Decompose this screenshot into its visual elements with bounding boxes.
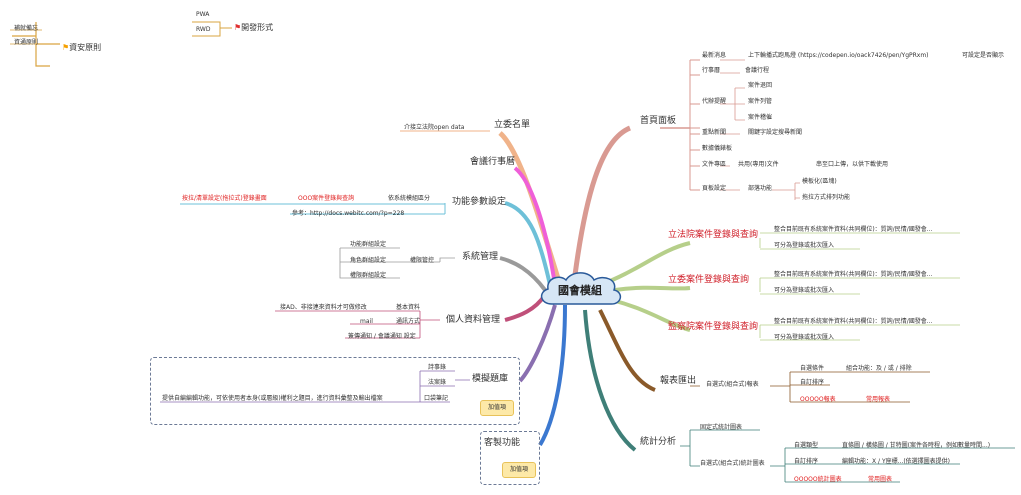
dev-form-node[interactable]: ⚑開發形式 (234, 23, 274, 32)
qbank-a: 詩事錄 (428, 364, 447, 371)
stats-sort: 自訂排序 (794, 458, 819, 465)
qbank-node[interactable]: 模擬題庫 (472, 374, 509, 384)
docs-b: 串至口上傳，以供下載使用 (816, 161, 889, 168)
qbank-c: 口袋筆記 (424, 395, 449, 402)
report-sort: 自訂排序 (800, 379, 825, 386)
func-red: OOO案件登錄與查詢 (298, 195, 355, 202)
profile-node[interactable]: 個人資料管理 (446, 315, 501, 325)
stats-common: 常用圖表 (868, 476, 893, 483)
profile-notify: 通訊方式 (396, 318, 421, 325)
legis-a: 整合目前既有系統案件資料(共同欄位)：質詢/民情/國發會... (774, 226, 933, 233)
custom-node[interactable]: 客製功能 (484, 438, 521, 448)
stats-type: 自選類型 (794, 442, 819, 449)
sys-b: 角色群組設定 (350, 257, 387, 264)
central-topic[interactable]: 國會模組 (558, 284, 602, 297)
pwa-node[interactable]: PWA (196, 11, 210, 18)
func-sub: 依系統模組區分 (388, 195, 431, 202)
value-add-note-1[interactable]: 加值項 (480, 400, 514, 416)
flag-icon: ⚑ (62, 43, 70, 52)
report-red: OOOOO報表 (800, 396, 836, 403)
sys-c: 權限群組設定 (350, 272, 387, 279)
calendar-sub: 會議行程 (745, 67, 770, 74)
council-a: 整合目前既有系統案件資料(共同欄位)：質詢/民情/國發會... (774, 271, 933, 278)
members-node[interactable]: 立委名單 (494, 120, 531, 130)
ui-setting-sub: 部落功能 (748, 185, 773, 192)
latest-news-note: 可設定是否顯示 (962, 52, 1005, 59)
qbank-b: 法案錄 (428, 379, 447, 386)
report-common: 常用報表 (866, 396, 891, 403)
ui-a: 模板化(區塊) (802, 178, 837, 185)
legis-node[interactable]: 立法院案件登錄與查詢 (668, 230, 759, 240)
qbank-desc: 提供自編編輯功能，可依使用者本身(或層級)權利之題目，進行資料彙整及輸出檔案 (162, 395, 383, 402)
value-add-note-2[interactable]: 加值項 (502, 462, 536, 478)
profile-mail: mail (360, 318, 373, 325)
members-sub: 介接立法院open data (404, 124, 465, 131)
stats-fixed: 固定式統計圖表 (700, 424, 743, 431)
news-sub: 關鍵字設定搜尋新聞 (748, 129, 803, 136)
report-cond-sub: 組合功能：及 / 或 / 排除 (846, 365, 912, 372)
council-node[interactable]: 立委案件登錄與查詢 (668, 275, 750, 285)
ui-b: 拖拉方式排列功能 (802, 194, 851, 201)
report-node[interactable]: 報表匯出 (660, 376, 697, 386)
topleft-item-b[interactable]: 資通原則 (14, 39, 39, 46)
dashboard-node[interactable]: 數據儀錶板 (702, 145, 733, 152)
center-cloud-shape (540, 272, 622, 305)
security-principle-node[interactable]: ⚑資安原則 (62, 43, 102, 52)
func-ref: 參考：http://docs.webitc.com/?p=228 (292, 210, 405, 217)
flag-icon: ⚑ (234, 23, 242, 32)
todo-a: 案件退回 (748, 82, 773, 89)
topleft-item-a[interactable]: 補就備忘 (14, 25, 39, 32)
profile-pref: 簽傳通知 / 會議通知 設定 (348, 333, 416, 340)
qbank-boundary (150, 357, 520, 425)
audit-node[interactable]: 監察院案件登錄與查詢 (668, 322, 759, 332)
sys-a: 功能群組設定 (350, 241, 387, 248)
sys-node[interactable]: 系統管理 (462, 252, 499, 262)
home-panel-node[interactable]: 首頁面板 (640, 116, 677, 126)
audit-b: 可分為登錄或批次匯入 (774, 334, 835, 341)
latest-news-node[interactable]: 最新消息 (702, 52, 727, 59)
council-b: 可分為登錄或批次匯入 (774, 287, 835, 294)
latest-news-desc: 上下輪播式跑馬燈 (https://codepen.io/oack7426/pe… (748, 52, 929, 59)
report-custom: 自選式(組合式)報表 (706, 381, 759, 388)
docs-a: 共用(專用)文件 (738, 161, 779, 168)
news-node[interactable]: 重點新聞 (702, 129, 727, 136)
stats-custom: 自選式(組合式)統計圖表 (700, 460, 765, 467)
profile-basic-sub: 接AD、非接連來資料才可做修改 (280, 304, 367, 311)
rwd-node[interactable]: RWD (196, 26, 211, 33)
todo-b: 案件列管 (748, 98, 773, 105)
stats-sort-sub: 編輯功能：X / Y座標...(依選擇圖表提供) (842, 458, 951, 465)
docs-node[interactable]: 文件專區 (702, 161, 727, 168)
todo-c: 案件稽催 (748, 114, 773, 121)
func-node[interactable]: 功能參數設定 (452, 197, 507, 207)
ui-setting-node[interactable]: 頁板設定 (702, 185, 727, 192)
todo-node[interactable]: 代辦提醒 (702, 98, 727, 105)
func-red2: 按拉/清單設定(拖拉式)登錄畫面 (182, 195, 267, 202)
stats-node[interactable]: 統計分析 (640, 437, 677, 447)
profile-basic: 基本資料 (396, 304, 421, 311)
audit-a: 整合目前既有系統案件資料(共同欄位)：質詢/民情/國發會... (774, 318, 933, 325)
stats-type-sub: 直條圖 / 橫條圖 / 甘特圖(案件各時程，例如數量時間...) (842, 442, 991, 449)
meeting-node[interactable]: 會議行事曆 (470, 157, 516, 167)
sys-perm: 權限管控 (410, 257, 435, 264)
calendar-node[interactable]: 行事曆 (702, 67, 721, 74)
stats-red: OOOOO統計圖表 (794, 476, 842, 483)
legis-b: 可分為登錄或批次匯入 (774, 242, 835, 249)
custom-boundary (480, 431, 540, 485)
report-cond: 自選條件 (800, 365, 825, 372)
